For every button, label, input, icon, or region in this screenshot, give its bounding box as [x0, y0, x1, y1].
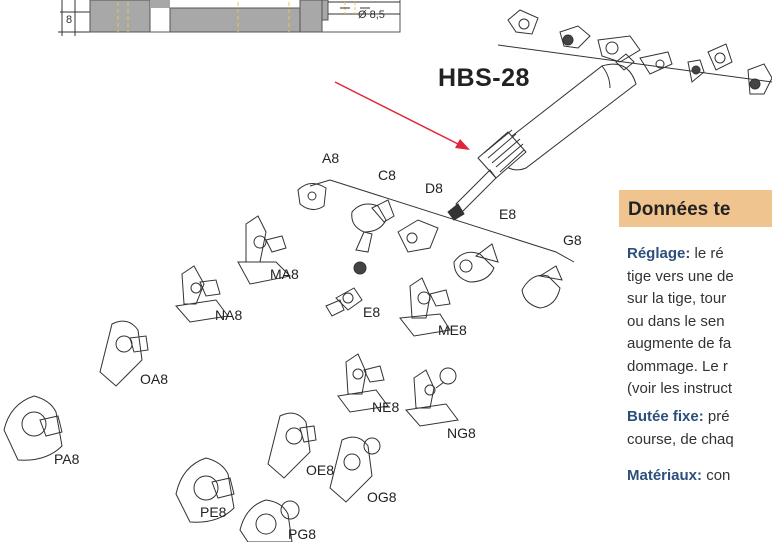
reglage-line: le ré [690, 245, 724, 262]
label-PA8: PA8 [54, 451, 80, 467]
label-OE8: OE8 [306, 462, 335, 478]
top-accessory-rail [497, 9, 772, 95]
materiaux-line: con [702, 467, 731, 484]
dimension-value: 8 [66, 14, 73, 26]
dimension-drawing [58, 0, 401, 36]
label-C8: C8 [378, 167, 396, 183]
materiaux-label: Matériaux: [627, 467, 703, 484]
label-A8: A8 [322, 150, 340, 166]
label-ME8: ME8 [438, 322, 467, 338]
reglage-line: dommage. Le r [627, 357, 728, 375]
reglage-line: sur la tige, tour [627, 290, 727, 307]
section-title: Données te [628, 199, 731, 220]
label-OA8: OA8 [140, 371, 169, 387]
gas-spring [447, 53, 637, 221]
section-header: Données te [619, 190, 772, 227]
label-NA8: NA8 [215, 307, 243, 323]
paragraph-reglage: Réglage: le ré tige vers une de sur la t… [627, 243, 734, 401]
reglage-line: augmente de fa [627, 335, 732, 352]
reglage-line: ou dans le sen [627, 312, 725, 330]
label-G8: G8 [563, 232, 582, 248]
label-NE8: NE8 [372, 399, 400, 415]
middle-accessory-rail [297, 179, 575, 309]
label-NG8: NG8 [447, 425, 476, 441]
butee-label: Butée fixe: [627, 408, 704, 425]
reglage-line: tige vers une de [627, 267, 734, 285]
reglage-label: Réglage: [627, 245, 691, 262]
label-E8-top: E8 [499, 206, 517, 222]
product-title: HBS-28 [438, 64, 530, 92]
label-OG8: OG8 [367, 489, 397, 505]
butee-line: course, de chaq [627, 430, 734, 448]
label-MA8: MA8 [270, 266, 299, 282]
pointer-arrow [334, 81, 470, 150]
label-D8: D8 [425, 180, 443, 196]
butee-line: pré [703, 408, 730, 425]
paragraph-butee: Butée fixe: pré course, de chaq [627, 406, 734, 451]
label-E8: E8 [363, 304, 381, 320]
diameter-value: Ø 8,5 [358, 9, 385, 21]
label-PE8: PE8 [200, 504, 227, 520]
label-PG8: PG8 [288, 526, 317, 542]
paragraph-materiaux: Matériaux: con [627, 465, 730, 488]
mounting-brackets [3, 215, 459, 542]
reglage-line: (voir les instruct [627, 380, 733, 397]
